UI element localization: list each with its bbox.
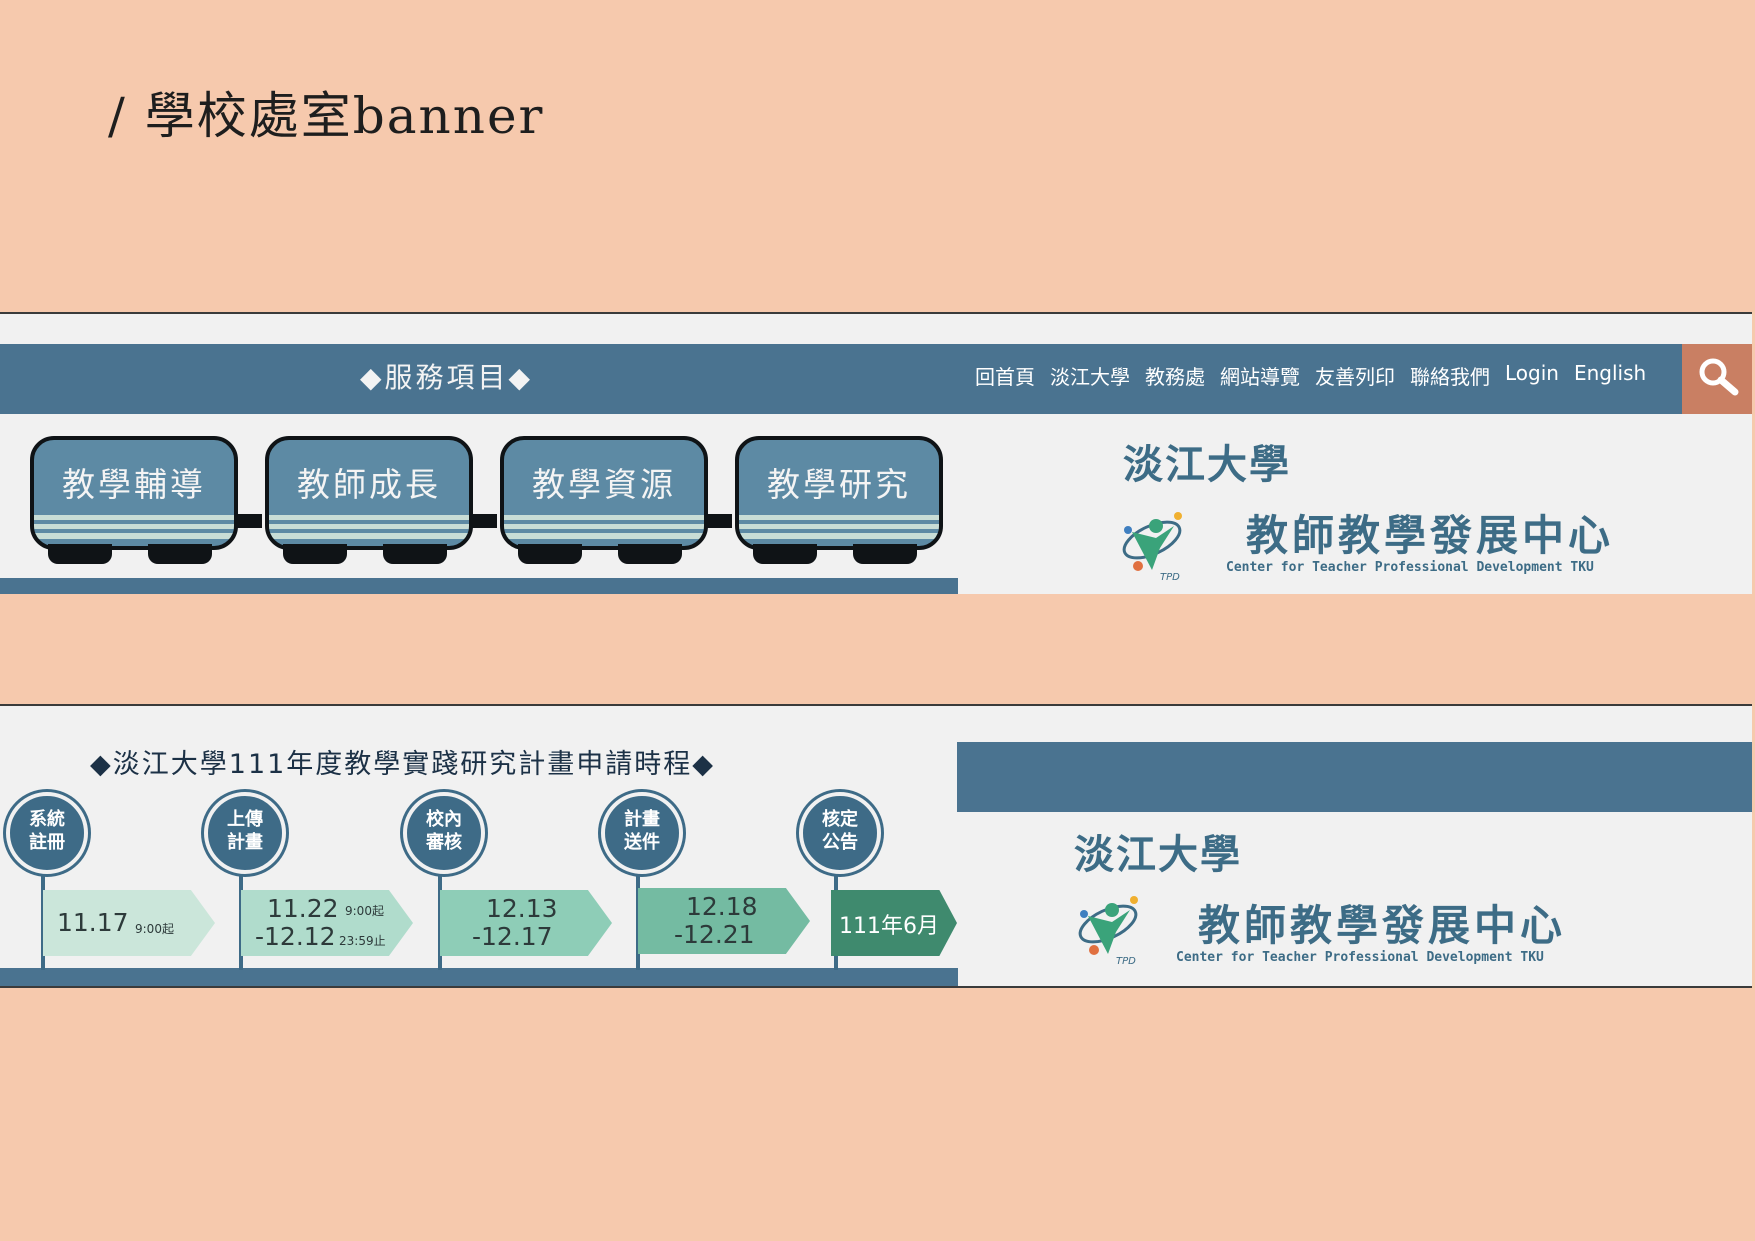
date-arrow: 11.17 9:00起 [43,890,215,956]
stage-label: 送件 [624,832,660,853]
stage-label: 計畫 [227,832,263,853]
schedule-title: ◆淡江大學111年度教學實踐研究計畫申請時程◆ [90,749,716,780]
nav-sitemap[interactable]: 網站導覽 [1220,365,1300,389]
date-sub: 9:00起 [135,922,174,936]
car-teaching-guidance[interactable]: 教學輔導 [30,436,238,550]
date-sub-end: 23:59止 [339,934,386,948]
stage-label: 計畫 [624,809,660,830]
stage-announce: 核定 公告 [799,792,881,874]
car-wheels [500,544,700,566]
banner-service-items: ◆服務項目◆ 回首頁 淡江大學 教務處 網站導覽 友善列印 聯絡我們 Login… [0,312,1752,594]
date-arrow: 111年6月 [831,890,957,956]
logo-center-name: 教師教學發展中心 [1198,901,1567,950]
date-main: 12.13 [486,894,558,923]
date-main: 111年6月 [839,914,939,939]
nav-tku[interactable]: 淡江大學 [1050,365,1130,389]
car-label: 教學研究 [767,465,911,504]
tpd-badge: TPD [1116,956,1136,967]
train-coupler [700,514,732,528]
car-teaching-resources[interactable]: 教學資源 [500,436,708,550]
nav-contact[interactable]: 聯絡我們 [1410,365,1490,389]
stage-label: 校內 [426,809,462,830]
date-main: 11.22 [267,894,339,923]
nav-english[interactable]: English [1573,361,1647,385]
stage-upload: 上傳 計畫 [204,792,286,874]
search-button[interactable] [1682,344,1752,414]
service-title: ◆服務項目◆ [360,361,534,394]
nav-print[interactable]: 友善列印 [1315,365,1395,389]
train-coupler [465,514,497,528]
stage-label: 註冊 [29,832,65,853]
tpd-logo-icon: TPD [1078,896,1138,967]
stage-label: 公告 [822,832,858,853]
car-stripe [34,515,234,539]
date-arrow: 11.22 9:00起 -12.12 23:59止 [241,890,413,956]
date-sub: 9:00起 [345,904,384,918]
nav-academic-affairs[interactable]: 教務處 [1145,365,1205,389]
car-wheels [735,544,935,566]
nav-links: 回首頁 淡江大學 教務處 網站導覽 友善列印 聯絡我們 Login Englis… [975,361,1646,390]
timeline-base [0,968,958,986]
car-teaching-research[interactable]: 教學研究 [735,436,943,550]
search-icon [1699,358,1739,396]
car-label: 教師成長 [297,465,441,504]
date-main-end: -12.12 [255,922,336,951]
date-main-end: -12.21 [674,920,755,949]
car-label: 教學資源 [532,465,676,504]
logo-university: 淡江大學 [1074,832,1242,878]
logo-english: Center for Teacher Professional Developm… [1226,560,1594,575]
date-main: 11.17 [57,908,129,937]
car-stripe [504,515,704,539]
stage-label: 上傳 [227,809,263,830]
stage-label: 審核 [426,832,462,853]
tpd-logo-icon: TPD [1122,512,1182,583]
stage-review: 校內 審核 [403,792,485,874]
right-color-bar [957,742,1752,812]
car-teacher-growth[interactable]: 教師成長 [265,436,473,550]
logo-center-name: 教師教學發展中心 [1246,511,1615,560]
stage-submit: 計畫 送件 [601,792,683,874]
logo-university: 淡江大學 [1123,442,1291,488]
tpd-badge: TPD [1160,572,1180,583]
car-stripe [739,515,939,539]
train-illustration: 教學輔導 教師成長 教學資源 教學研究 [30,436,950,586]
date-main: 12.18 [686,892,758,921]
car-wheels [30,544,230,566]
car-wheels [265,544,465,566]
stage-label: 系統 [29,809,65,830]
stage-register: 系統 註冊 [6,792,88,874]
train-coupler [230,514,262,528]
nav-login[interactable]: Login [1505,361,1559,385]
nav-home[interactable]: 回首頁 [975,365,1035,389]
banner-schedule: ◆淡江大學111年度教學實踐研究計畫申請時程◆ 系統 註冊 11.17 9:00… [0,704,1752,988]
ground-strip [0,578,958,594]
logo-english: Center for Teacher Professional Developm… [1176,950,1544,965]
car-label: 教學輔導 [62,465,206,504]
date-main-end: -12.17 [472,922,553,951]
date-arrow: 12.18 -12.21 [638,888,810,954]
top-nav-bar: ◆服務項目◆ 回首頁 淡江大學 教務處 網站導覽 友善列印 聯絡我們 Login… [0,344,1752,414]
page-heading: / 學校處室banner [108,87,545,145]
date-arrow: 12.13 -12.17 [440,890,612,956]
car-stripe [269,515,469,539]
stage-label: 核定 [822,809,858,830]
